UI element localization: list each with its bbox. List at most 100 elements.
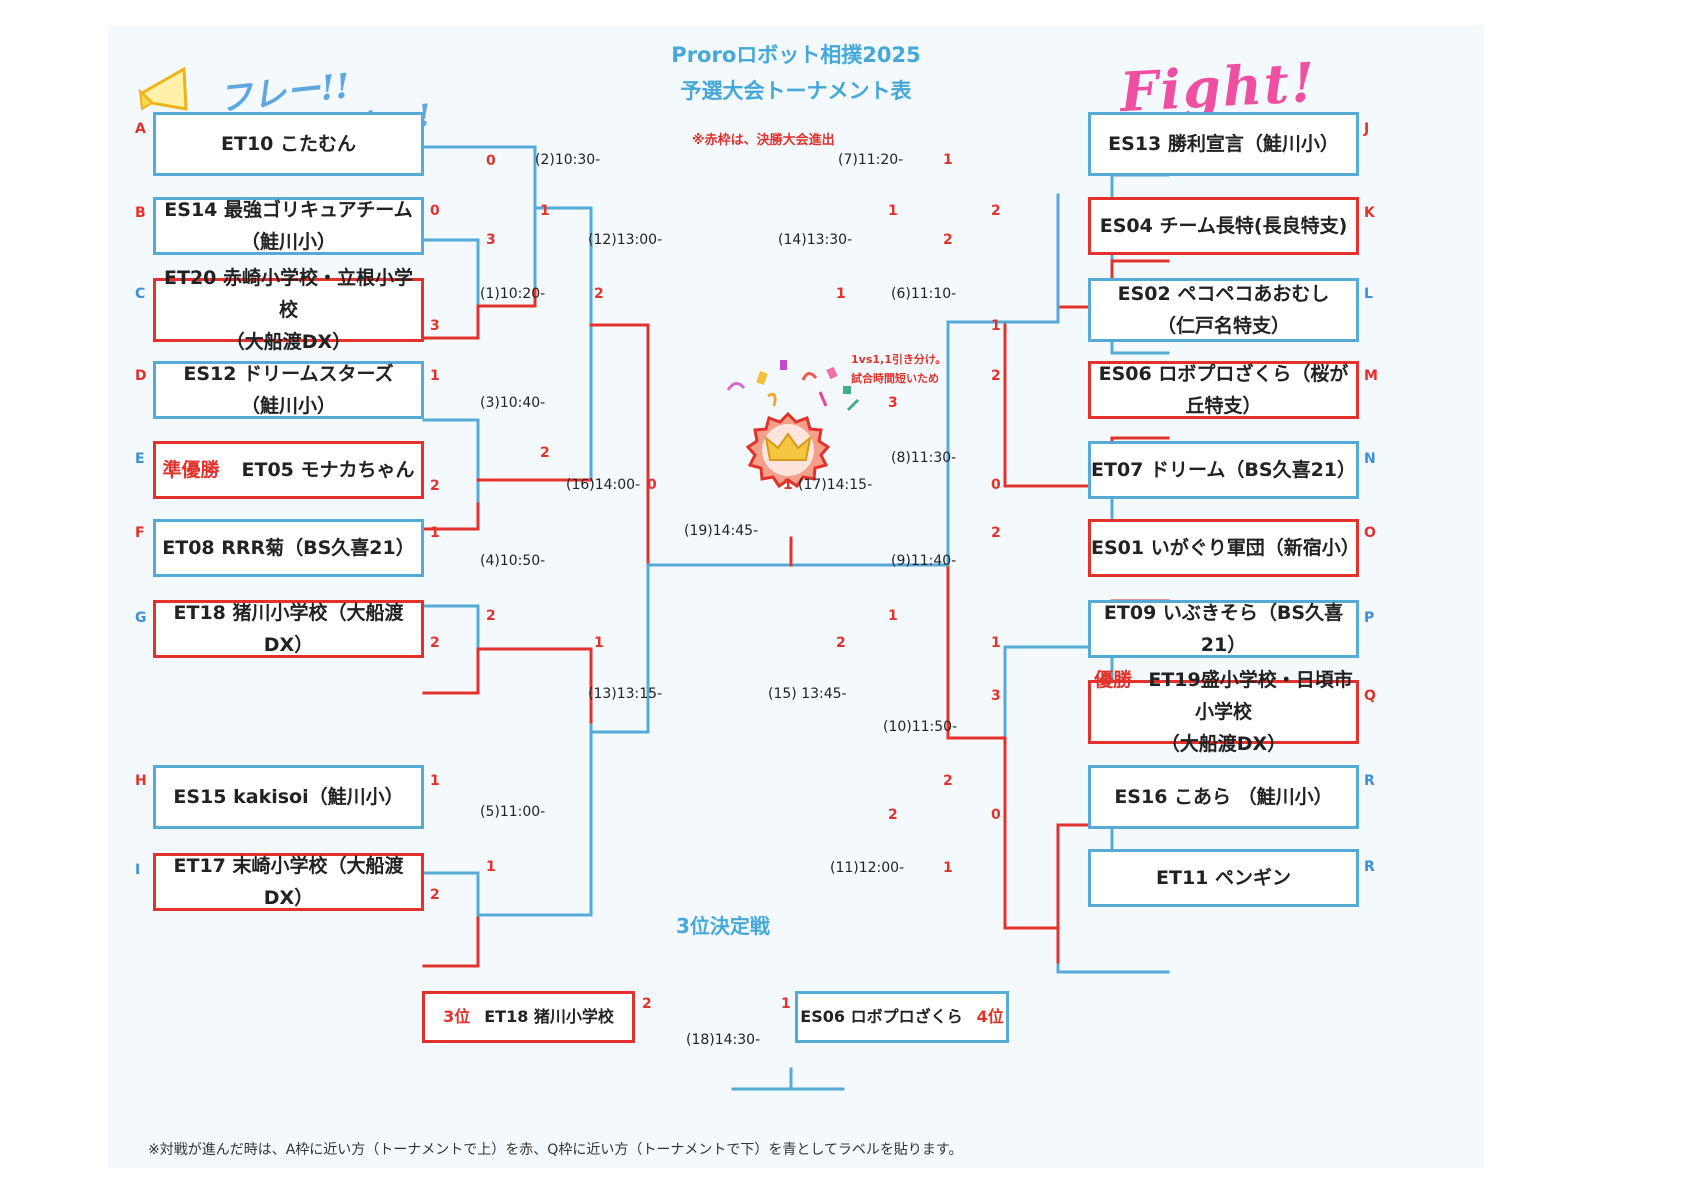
entry-box-d[interactable]: ES12 ドリームスターズ （鮭川小） [153,361,424,419]
match-label-17: (17)14:15- [798,477,873,493]
entry-box-g[interactable]: ET18 猪川小学校（大船渡DX） [153,600,424,658]
entry-q-org: （大船渡DX） [1160,733,1287,755]
line-e [422,502,480,531]
title-line1: Proroロボット相撲2025 [671,43,921,67]
entry-box-j[interactable]: ES13 勝利宣言（鮭川小） [1088,112,1359,176]
match-label-15: (15) 13:45- [768,686,847,702]
score-i: 2 [430,887,440,903]
entry-c-name: ET20 赤崎小学校・立根小学校 [164,267,413,321]
score-m1-to-m2: 1 [540,203,550,219]
entry-box-k[interactable]: ES04 チーム長特(長良特支) [1088,197,1359,255]
score-e: 2 [430,478,440,494]
score-m5: 1 [486,859,496,875]
entry-box-r1[interactable]: ES16 こあら （鮭川小） [1088,765,1359,829]
line-h [422,871,480,917]
score-n: 0 [991,477,1001,493]
entry-box-a[interactable]: ET10 こたむん [153,112,424,176]
slot-label-q: Q [1364,688,1376,704]
entry-box-h[interactable]: ES15 kakisoi（鮭川小） [153,765,424,829]
score-m12: 2 [594,286,604,302]
slot-label-r1: R [1364,773,1375,789]
entry-box-p[interactable]: ET09 いぶきそら（BS久喜21） [1088,600,1359,658]
entry-e-name: ET05 モナカちゃん [241,459,415,481]
slot-label-m: M [1364,368,1378,384]
slot-label-h: H [135,773,147,789]
match-label-7: (7)11:20- [838,152,904,168]
score-o: 2 [991,525,1001,541]
line-m7-win [1003,193,1060,324]
entry-b-org: （鮭川小） [240,231,336,253]
entry-p-name: ET09 いぶきそら（BS久喜21） [1103,602,1344,656]
entry-h-name: ES15 kakisoi（鮭川小） [173,786,404,808]
score-q: 3 [991,688,1001,704]
match-label-8: (8)11:30- [891,450,957,466]
line-d [422,418,480,506]
line-m13-win [589,563,650,734]
entry-g-name: ET18 猪川小学校（大船渡DX） [173,602,404,656]
footnote: ※対戦が進んだ時は、A枠に近い方（トーナメントで上）を赤、Q枠に近い方（トーナメ… [148,1142,963,1158]
match-label-9: (9)11:40- [891,553,957,569]
entry-k-name: ES04 チーム長特(長良特支) [1099,215,1348,237]
score-p: 1 [991,635,1001,651]
score-m-entry: 2 [991,368,1001,384]
title-line2: 予選大会トーナメント表 [680,79,912,103]
score-b-m1: 3 [486,232,496,248]
slot-label-k: K [1364,205,1375,221]
score-third-left: 2 [642,996,652,1012]
line-a [422,145,537,292]
entry-box-i[interactable]: ET17 末崎小学校（大船渡DX） [153,853,424,911]
entry-c-org: （大船渡DX） [225,331,352,353]
entry-box-f[interactable]: ET08 RRR菊（BS久喜21） [153,519,424,577]
entry-box-n[interactable]: ET07 ドリーム（BS久喜21） [1088,441,1359,499]
entry-box-o[interactable]: ES01 いがぐり軍団（新宿小） [1088,519,1360,577]
line-third [731,1067,845,1091]
entry-box-c[interactable]: ET20 赤崎小学校・立根小学校 （大船渡DX） [153,267,424,353]
score-b: 0 [430,203,440,219]
slot-label-e: E [135,451,145,467]
entry-box-l[interactable]: ES02 ペコペコあおむし （仁戸名特支） [1088,278,1359,342]
fourth-place-rank: 4位 [976,1007,1004,1026]
entry-box-b[interactable]: ES14 最強ゴリキュアチーム （鮭川小） [153,197,424,255]
score-third-right: 1 [781,996,791,1012]
match-label-10: (10)11:50- [883,719,958,735]
score-m14: 1 [836,286,846,302]
third-place-box[interactable]: 3位 ET18 猪川小学校 [422,991,635,1043]
score-c: 3 [430,318,440,334]
draw-note-2: 試合時間短いため [851,372,939,385]
line-m12-win [589,323,650,567]
draw-note-1: 1vs1,1引き分け。 [851,353,947,366]
line-m2-win [533,206,593,482]
entry-box-m[interactable]: ES06 ロボプロざくら（桜が丘特支） [1088,361,1359,419]
entry-box-e[interactable]: 準優勝 ET05 モナカちゃん [153,441,424,499]
entry-i-name: ET17 末崎小学校（大船渡DX） [173,855,404,909]
score-m17: 1 [783,477,793,493]
line-i [422,913,480,968]
third-place-heading: 3位決定戦 [676,914,770,938]
entry-a-name: ET10 こたむん [221,133,356,155]
score-l: 1 [991,318,1001,334]
fourth-place-box[interactable]: ES06 ロボプロざくら 4位 [795,991,1009,1043]
slot-label-i: I [135,862,141,878]
score-h: 1 [430,773,440,789]
entry-box-r2[interactable]: ET11 ペンギン [1088,849,1359,907]
score-m7: 1 [888,203,898,219]
match-label-18: (18)14:30- [686,1032,761,1048]
score-g: 2 [430,635,440,651]
match-label-2: (2)10:30- [535,152,601,168]
slot-label-f: F [135,525,145,541]
slot-label-r2: R [1364,859,1375,875]
entry-q-name: ET19盛小学校・日頃市小学校 [1148,669,1353,723]
entry-r2-name: ET11 ペンギン [1156,867,1291,889]
slot-label-g: G [135,610,147,626]
match-label-12: (12)13:00- [588,232,663,248]
megaphone-icon [138,66,188,111]
slot-label-d: D [135,368,147,384]
line-c [422,304,480,340]
match-label-13: (13)13:15- [588,686,663,702]
line-m8-win [1003,320,1114,488]
match-label-1: (1)10:20- [480,286,546,302]
line-m15-win [946,563,1007,740]
line-m9-win [1003,645,1114,740]
third-place-team: ET18 猪川小学校 [484,1007,614,1026]
